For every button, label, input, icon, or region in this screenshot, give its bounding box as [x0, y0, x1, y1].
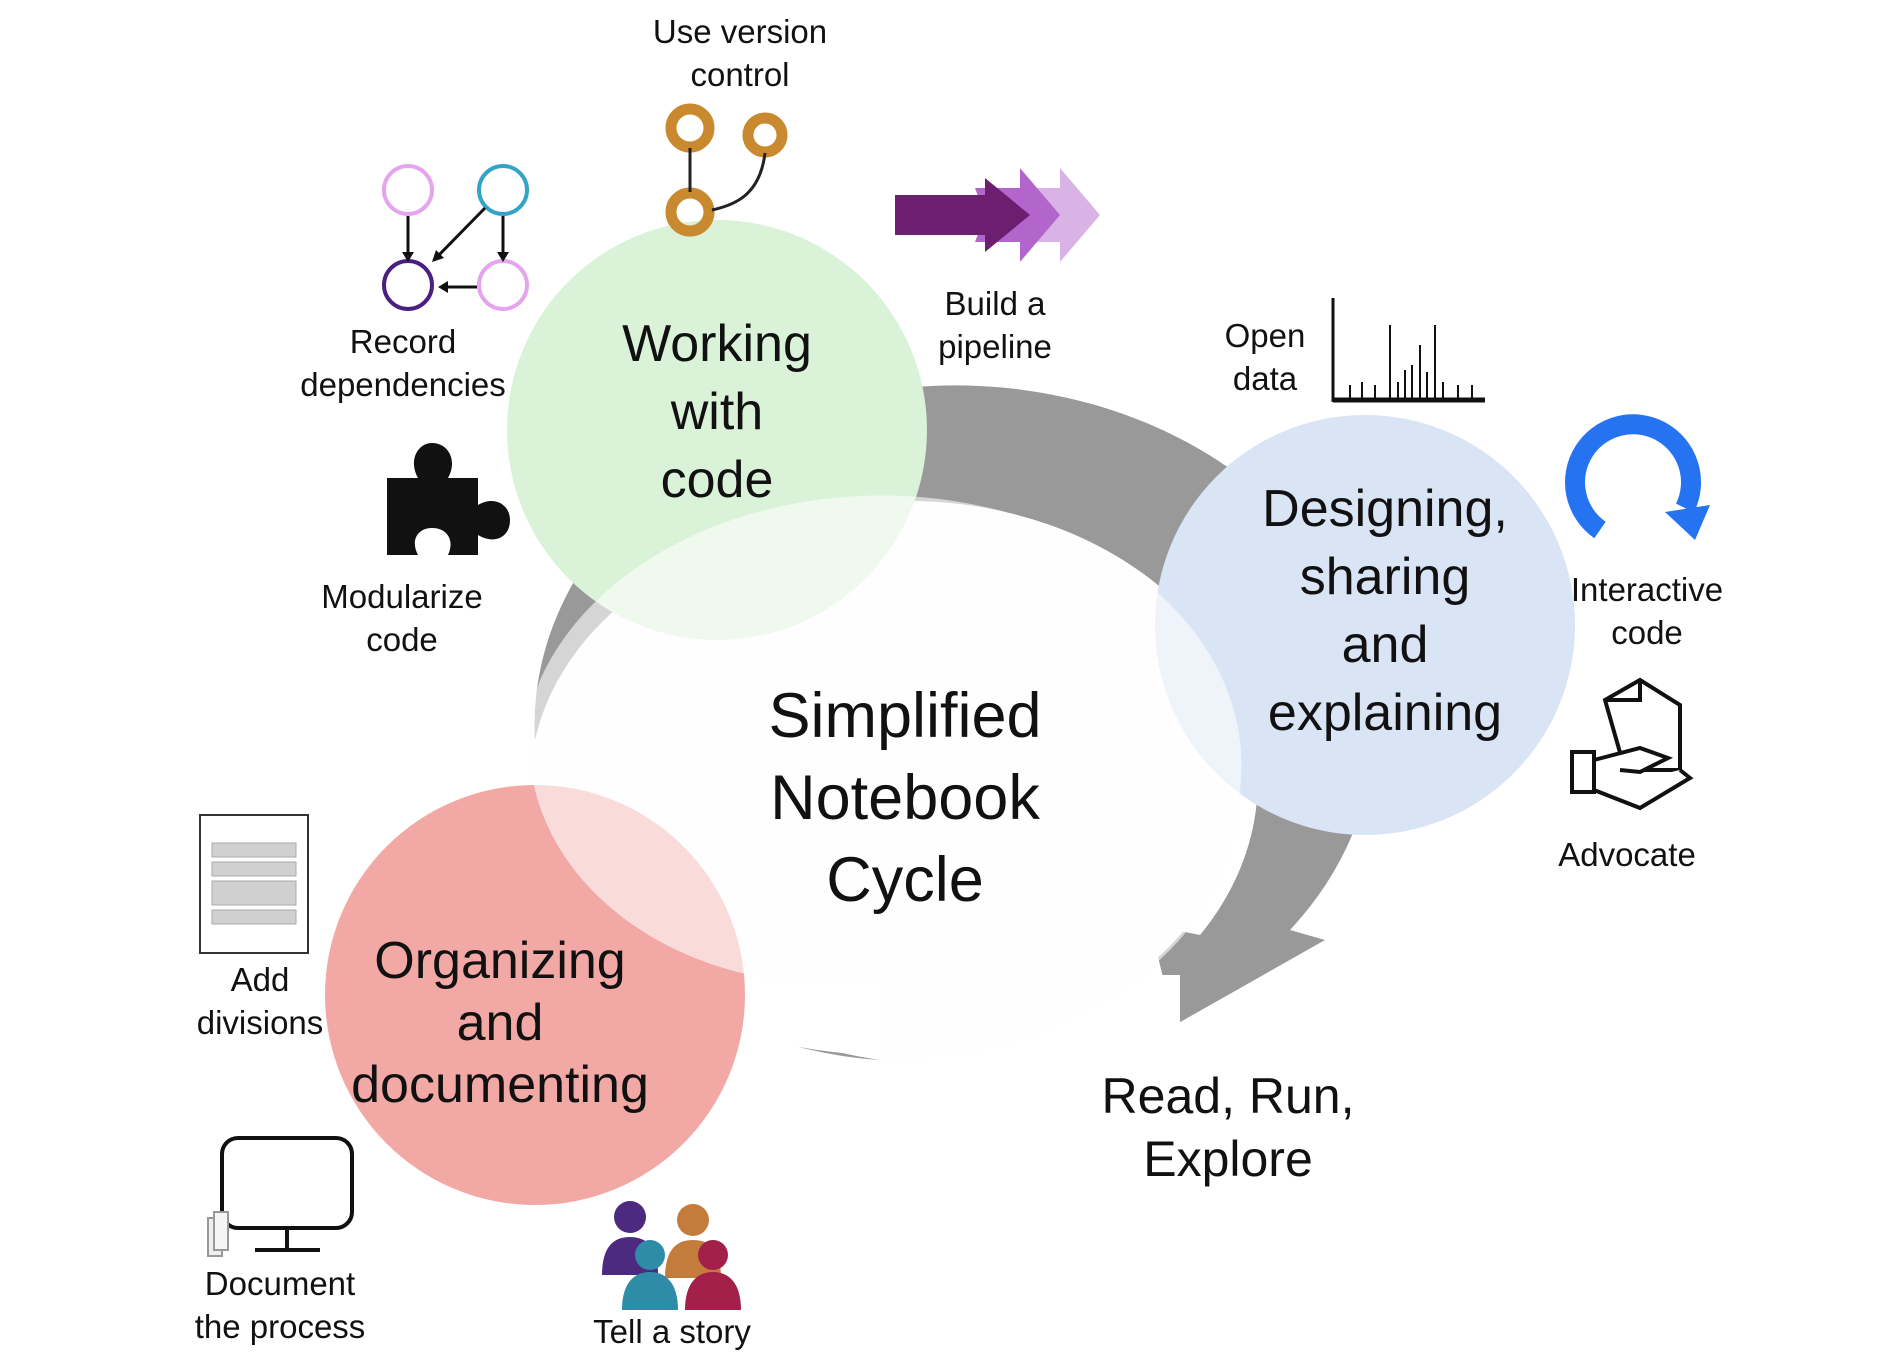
organizing-line-2: and — [456, 994, 544, 1052]
modularize-line-1: Modularize — [321, 578, 483, 615]
build-pipeline-label: Build a pipeline — [938, 282, 1052, 368]
outcome-label: Read, Run, Explore — [1102, 1065, 1355, 1191]
interactive-label: Interactive code — [1571, 568, 1723, 654]
organizing-phase-label: Organizing and documenting — [351, 930, 649, 1116]
build-pipeline-line-2: pipeline — [938, 328, 1052, 365]
working-line-1: Working — [622, 315, 812, 373]
add-divisions-line-1: Add — [230, 961, 290, 998]
spectrum-chart-icon — [1331, 298, 1485, 403]
designing-line-3: and — [1341, 616, 1429, 674]
people-group-icon — [602, 1201, 741, 1310]
modularize-line-2: code — [366, 621, 438, 658]
interactive-line-2: code — [1611, 614, 1683, 651]
center-title: Simplified Notebook Cycle — [768, 675, 1041, 921]
advocate-label: Advocate — [1558, 833, 1696, 876]
outcome-line-2: Explore — [1143, 1131, 1313, 1187]
tell-story-label: Tell a story — [593, 1310, 751, 1353]
open-data-line-2: data — [1232, 360, 1298, 397]
center-line-2: Notebook — [770, 763, 1040, 833]
center-line-3: Cycle — [826, 845, 984, 915]
designing-phase-label: Designing, sharing and explaining — [1262, 475, 1508, 747]
outcome-line-1: Read, Run, — [1101, 1068, 1355, 1124]
designing-line-1: Designing, — [1262, 480, 1508, 538]
version-control-icon — [665, 103, 788, 237]
record-dependencies-line-2: dependencies — [300, 366, 506, 403]
modularize-label: Modularize code — [321, 575, 482, 661]
designing-line-2: sharing — [1299, 548, 1471, 606]
pipeline-arrows-icon — [895, 168, 1100, 262]
puzzle-piece-icon — [387, 443, 510, 555]
advocate-line-1: Advocate — [1558, 836, 1696, 873]
designing-line-4: explaining — [1267, 684, 1503, 742]
interactive-line-1: Interactive — [1570, 571, 1724, 608]
record-dependencies-label: Record dependencies — [300, 320, 506, 406]
record-dependencies-line-1: Record — [349, 323, 457, 360]
document-process-line-2: the process — [194, 1308, 366, 1345]
working-line-2: with — [670, 383, 764, 441]
document-process-line-1: Document — [204, 1265, 356, 1302]
document-process-label: Document the process — [195, 1262, 366, 1348]
refresh-loop-icon — [1565, 414, 1710, 540]
build-pipeline-line-1: Build a — [944, 285, 1046, 322]
version-control-line-2: control — [690, 56, 790, 93]
open-data-label: Open data — [1225, 314, 1306, 400]
organizing-line-3: documenting — [351, 1056, 649, 1114]
version-control-label: Use version control — [653, 10, 827, 96]
tell-story-line-1: Tell a story — [593, 1313, 751, 1350]
add-divisions-line-2: divisions — [196, 1004, 324, 1041]
organizing-line-1: Organizing — [374, 932, 626, 990]
designing-circle — [1155, 415, 1575, 835]
hand-document-icon — [1570, 677, 1694, 811]
open-data-line-1: Open — [1224, 317, 1306, 354]
add-divisions-label: Add divisions — [197, 958, 324, 1044]
working-line-3: code — [660, 451, 774, 509]
monitor-icon — [207, 1136, 354, 1257]
dependency-graph-icon — [382, 164, 529, 311]
working-phase-label: Working with code — [622, 310, 812, 514]
center-line-1: Simplified — [768, 681, 1042, 751]
version-control-line-1: Use version — [652, 13, 828, 50]
center-overlay — [529, 495, 1242, 1060]
document-sections-icon — [199, 814, 309, 954]
